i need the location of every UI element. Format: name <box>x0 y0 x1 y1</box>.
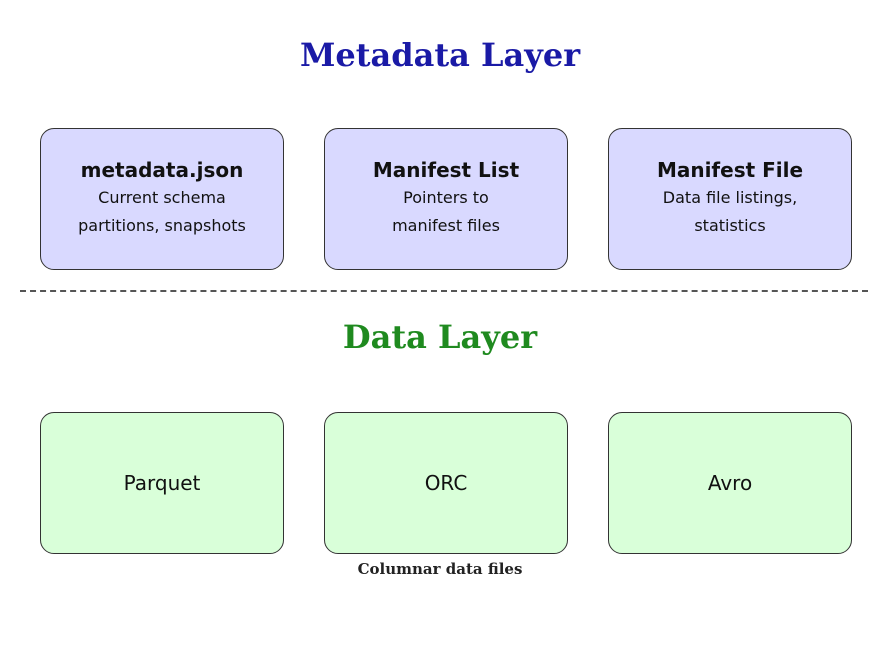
data-layer-caption: Columnar data files <box>357 560 523 578</box>
metadata-layer-title: Metadata Layer <box>299 36 581 74</box>
box-description-line: partitions, snapshots <box>78 216 246 235</box>
box-label: Parquet <box>123 471 201 495</box>
box-label: ORC <box>424 471 468 495</box>
manifest-list-box: Manifest List Pointers to manifest files <box>324 128 568 270</box>
box-label: Avro <box>707 471 753 495</box>
avro-box: Avro <box>608 412 852 554</box>
manifest-file-box: Manifest File Data file listings, statis… <box>608 128 852 270</box>
box-description-line: Data file listings, <box>662 188 798 207</box>
orc-box: ORC <box>324 412 568 554</box>
data-layer-title: Data Layer <box>342 318 538 356</box>
box-description-line: manifest files <box>392 216 500 235</box>
box-title: Manifest File <box>656 158 804 182</box>
layer-divider <box>20 290 868 292</box>
box-title: metadata.json <box>80 158 244 182</box>
box-title: Manifest List <box>372 158 520 182</box>
box-description-line: statistics <box>694 216 766 235</box>
box-description-line: Pointers to <box>403 188 489 207</box>
metadata-json-box: metadata.json Current schema partitions,… <box>40 128 284 270</box>
box-description-line: Current schema <box>98 188 226 207</box>
parquet-box: Parquet <box>40 412 284 554</box>
